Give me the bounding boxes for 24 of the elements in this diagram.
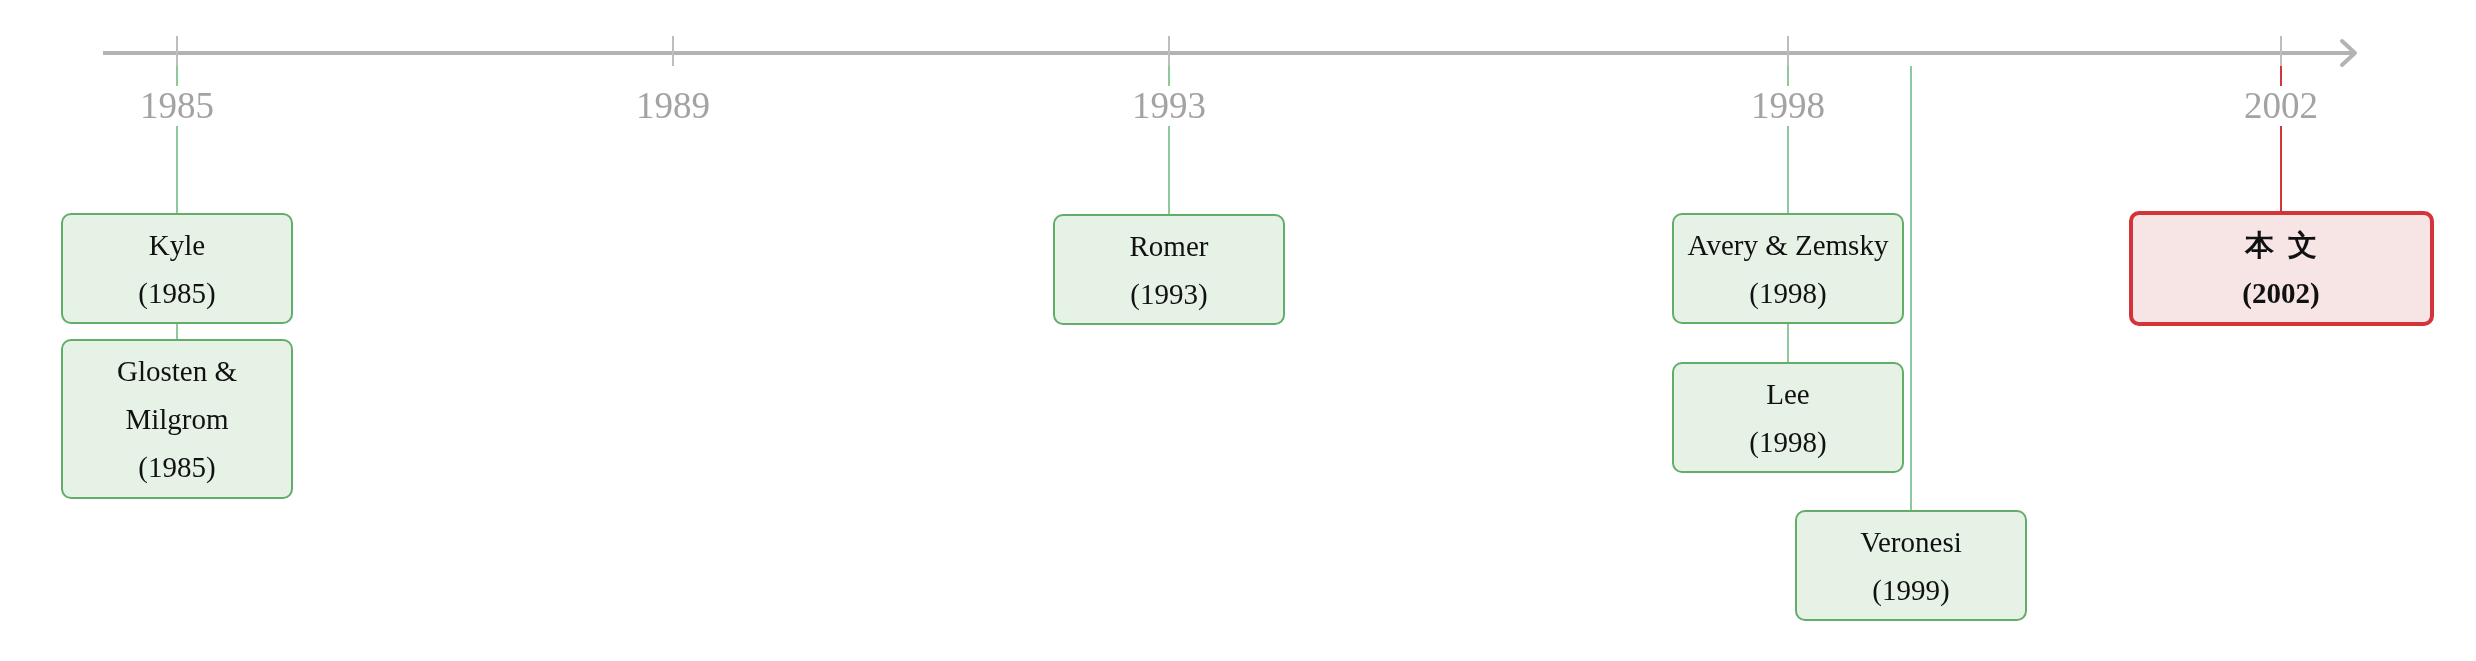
connector-line (1910, 65, 1912, 511)
connector-line (176, 323, 178, 340)
entry-title: Kyle (148, 227, 206, 263)
entry-year: (1998) (1748, 275, 1828, 311)
entry-year: (1999) (1871, 572, 1951, 608)
entry-year: (1998) (1748, 424, 1828, 460)
entry-card (61, 339, 293, 499)
entry-card (61, 213, 293, 324)
entry-year: (1993) (1129, 276, 1209, 312)
entry-year: (2002) (2241, 275, 2321, 311)
entry-card (1672, 213, 1904, 324)
entry-year: (1985) (137, 450, 217, 485)
entry-year: (1985) (137, 275, 217, 311)
entry-title: Veronesi (1859, 524, 1963, 560)
entry-card (2128, 211, 2434, 326)
entry-title: 本文 (2243, 227, 2331, 263)
entry-title: Avery & Zemsky (1687, 227, 1889, 263)
connector-line (1787, 323, 1789, 363)
entry-card (1795, 510, 2027, 621)
entry-title: Romer (1129, 228, 1209, 264)
entry-card (1672, 362, 1904, 473)
entry-card (1053, 214, 1285, 325)
entry-title: Lee (1765, 376, 1811, 412)
entry-title: Glosten & Milgrom (116, 354, 238, 437)
